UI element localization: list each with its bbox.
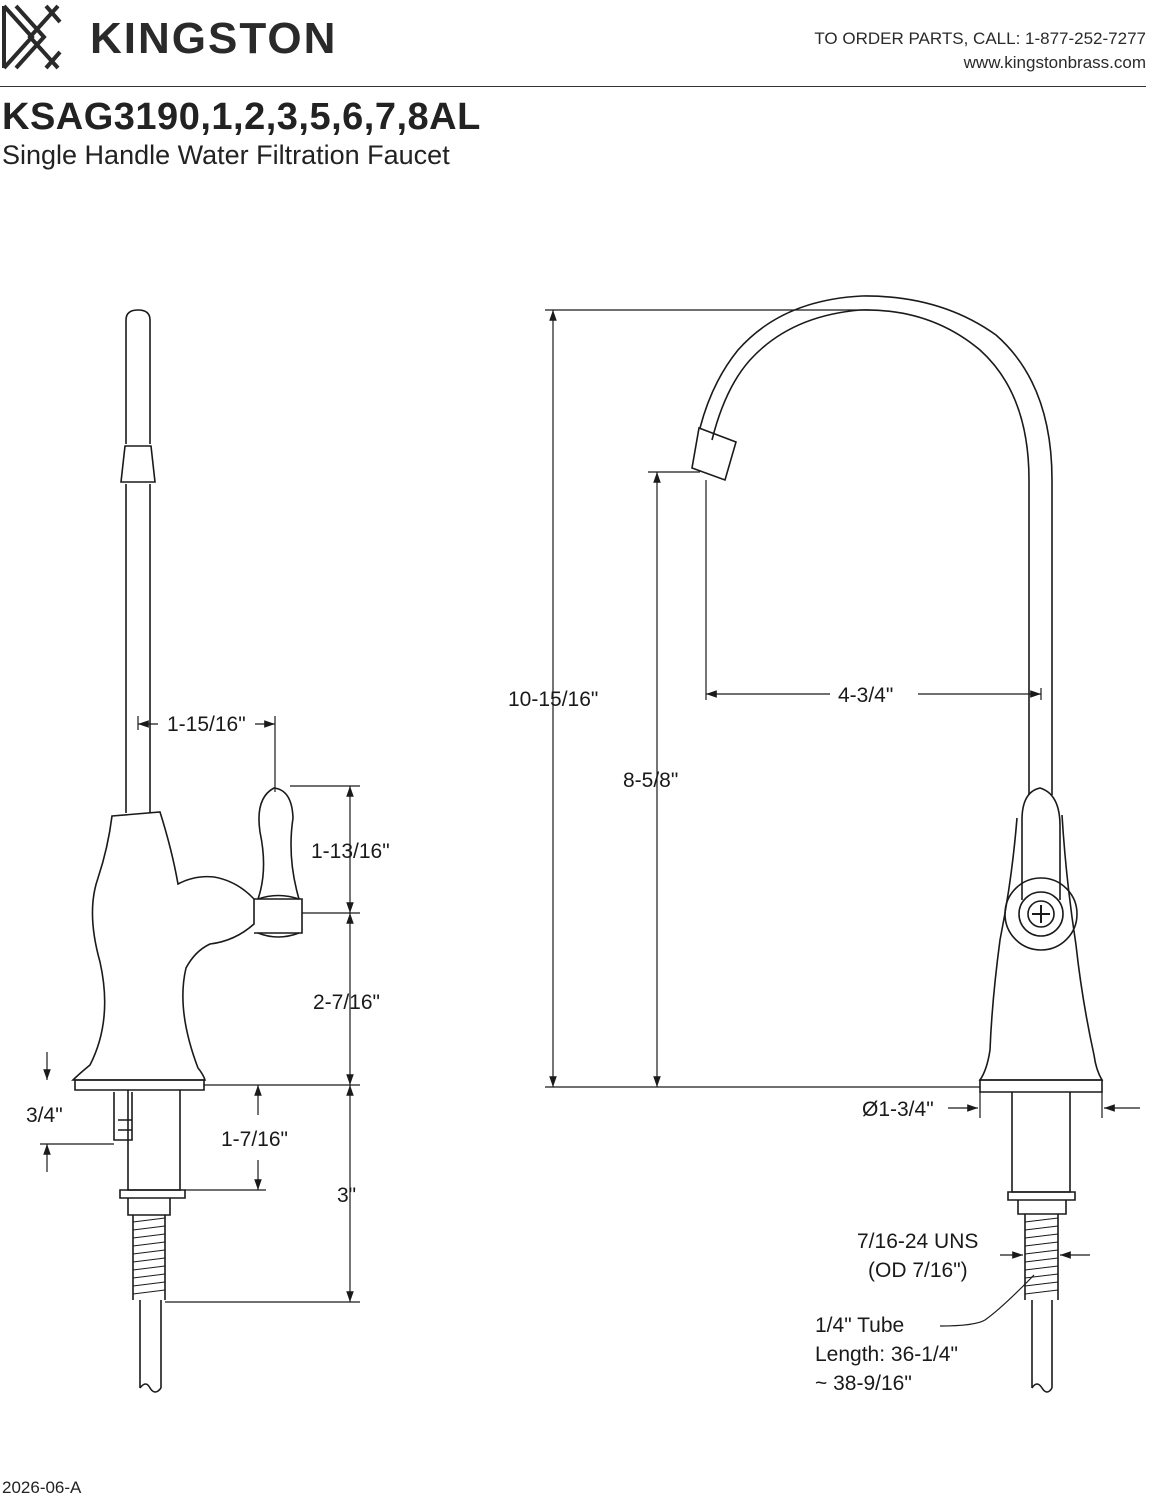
tube-spec-line2: Length: 36-1/4" xyxy=(815,1343,958,1366)
brand-name: KINGSTON xyxy=(90,14,338,63)
side-view-faucet xyxy=(71,309,303,1393)
profile-thread-lines xyxy=(1024,1217,1059,1295)
dim-shank-section: 1-7/16" xyxy=(221,1128,288,1151)
tube-spec-line1: 1/4" Tube xyxy=(815,1314,904,1337)
thread-spec-line2: (OD 7/16") xyxy=(868,1259,968,1282)
profile-view-faucet xyxy=(691,295,1104,1393)
kingston-logo-icon xyxy=(2,4,62,70)
side-view-labels: 1-15/16" 1-13/16" 2-7/16" 3/4" 1-7/16" 3… xyxy=(26,713,390,1207)
product-name: Single Handle Water Filtration Faucet xyxy=(2,140,450,170)
tube-spec-line3: ~ 38-9/16" xyxy=(815,1372,912,1395)
side-view-dimensions xyxy=(40,716,360,1303)
revision-code: 2026-06-A xyxy=(2,1478,82,1497)
dim-spout-height: 8-5/8" xyxy=(623,769,678,792)
thread-spec-line1: 7/16-24 UNS xyxy=(857,1230,978,1253)
model-number: KSAG3190,1,2,3,5,6,7,8AL xyxy=(2,96,481,138)
dim-overall-height: 10-15/16" xyxy=(508,688,598,711)
thread-lines xyxy=(132,1217,166,1295)
dim-handle-offset: 1-15/16" xyxy=(167,713,246,736)
dim-handle-to-deck: 2-7/16" xyxy=(313,991,380,1014)
dim-shank-length: 3" xyxy=(337,1184,356,1207)
header-divider xyxy=(0,86,1146,87)
contact-info: TO ORDER PARTS, CALL: 1-877-252-7277 www… xyxy=(814,27,1146,75)
website-link[interactable]: www.kingstonbrass.com xyxy=(963,53,1146,72)
dim-spout-reach: 4-3/4" xyxy=(838,684,893,707)
profile-view-labels: 10-15/16" 8-5/8" 4-3/4" Ø1-3/4" 7/16-24 … xyxy=(508,684,978,1395)
order-phone: TO ORDER PARTS, CALL: 1-877-252-7277 xyxy=(814,29,1146,48)
dim-deck-flange: 3/4" xyxy=(26,1104,63,1127)
brand-logo: KINGSTON xyxy=(2,4,362,70)
dim-handle-height: 1-13/16" xyxy=(311,840,390,863)
profile-view-dimensions xyxy=(545,309,1140,1327)
dim-base-diameter: Ø1-3/4" xyxy=(862,1098,934,1121)
